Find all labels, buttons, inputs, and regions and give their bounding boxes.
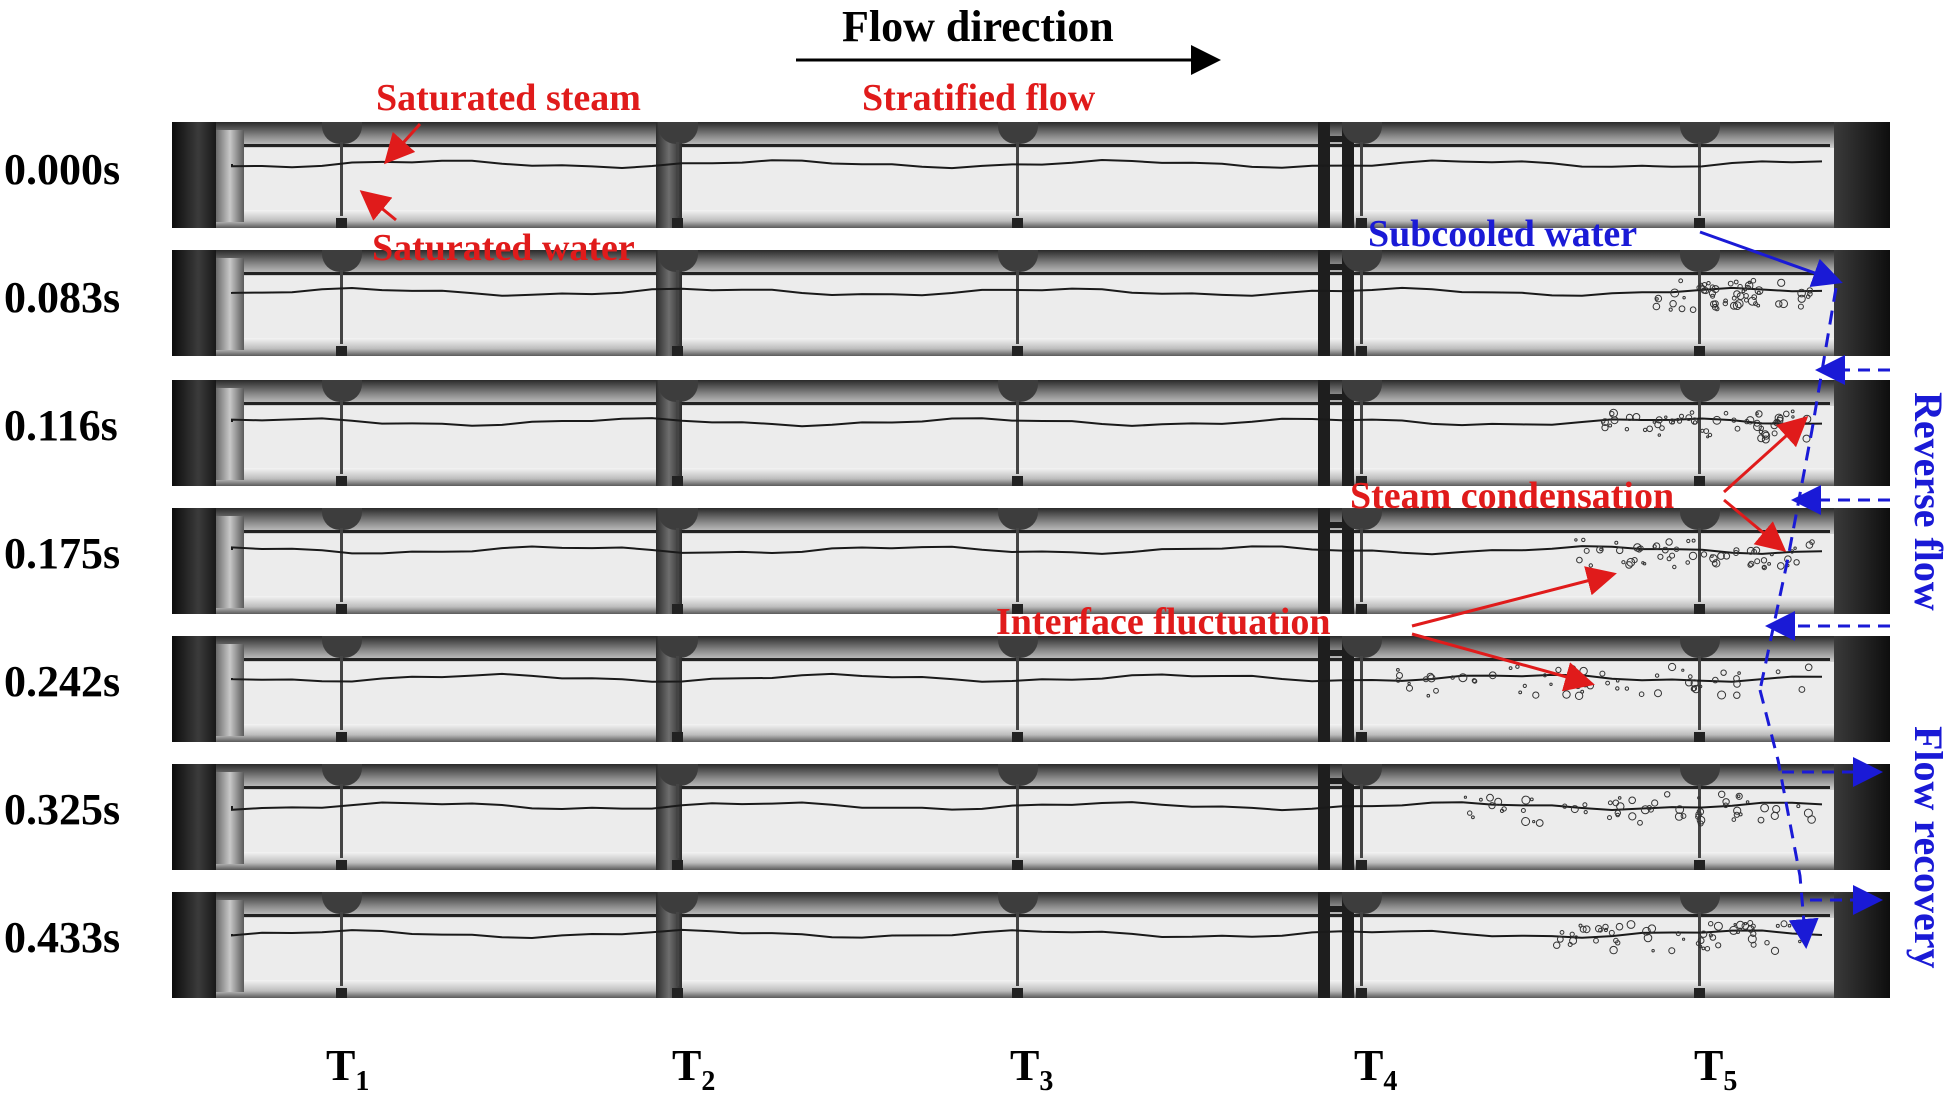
flow-direction-label: Flow direction [842, 2, 1114, 52]
thermocouple-label-2: T2 [672, 1040, 715, 1098]
interface-line [172, 508, 1890, 614]
time-label-0: 0.000s [4, 144, 164, 196]
interface-line [172, 892, 1890, 998]
time-label-5: 0.325s [4, 784, 164, 836]
image-frame [172, 508, 1890, 614]
reverse-flow-label: Reverse flow [1906, 392, 1950, 611]
thermocouple-label-5: T5 [1694, 1040, 1737, 1098]
stratified-flow-label: Stratified flow [862, 76, 1095, 120]
saturated-steam-label: Saturated steam [376, 76, 641, 120]
time-label-2: 0.116s [4, 400, 164, 452]
time-label-4: 0.242s [4, 656, 164, 708]
subcooled-water-label: Subcooled water [1368, 212, 1637, 256]
image-frame [172, 892, 1890, 998]
interface-fluctuation-label: Interface fluctuation [996, 600, 1331, 644]
time-label-6: 0.433s [4, 912, 164, 964]
time-label-1: 0.083s [4, 272, 164, 324]
interface-line [172, 636, 1890, 742]
saturated-water-label: Saturated water [372, 226, 635, 270]
image-frame [172, 636, 1890, 742]
interface-line [172, 380, 1890, 486]
time-label-3: 0.175s [4, 528, 164, 580]
interface-line [172, 764, 1890, 870]
thermocouple-label-4: T4 [1354, 1040, 1397, 1098]
thermocouple-label-3: T3 [1010, 1040, 1053, 1098]
thermocouple-label-1: T1 [326, 1040, 369, 1098]
image-frame [172, 764, 1890, 870]
flow-recovery-label: Flow recovery [1906, 726, 1950, 968]
image-frame [172, 380, 1890, 486]
steam-condensation-label: Steam condensation [1350, 474, 1674, 518]
